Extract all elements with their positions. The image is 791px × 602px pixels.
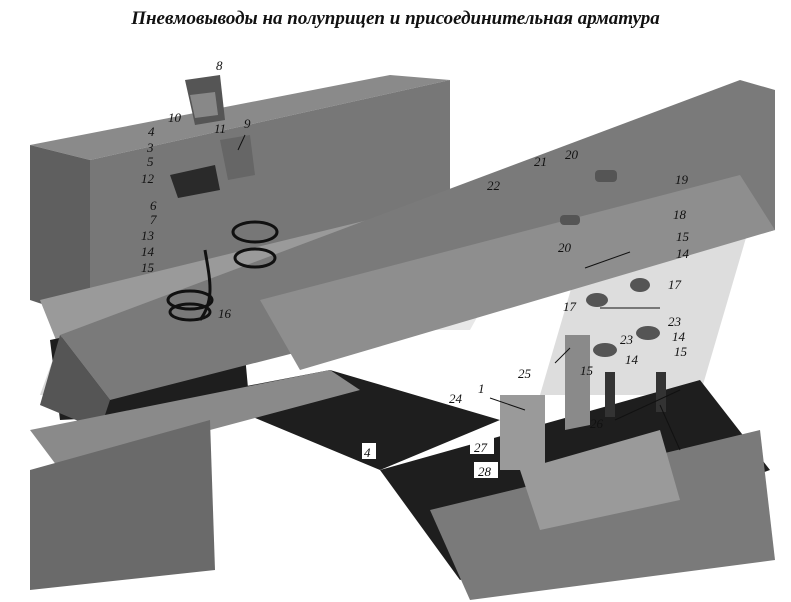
callout-17: 17 xyxy=(668,277,682,292)
callout-14: 14 xyxy=(141,244,155,259)
callout-14: 14 xyxy=(625,352,639,367)
callout-5: 5 xyxy=(147,154,154,169)
callout-27: 27 xyxy=(474,440,488,455)
callout-25: 25 xyxy=(518,366,532,381)
callout-20: 20 xyxy=(558,240,572,255)
callout-21: 21 xyxy=(534,154,547,169)
callout-24: 24 xyxy=(449,391,463,406)
callouts: 8 10 11 9 4 3 5 12 6 7 13 14 15 16 21 20… xyxy=(141,55,690,479)
callout-12: 12 xyxy=(141,171,155,186)
callout-1: 1 xyxy=(478,381,485,396)
callout-20: 20 xyxy=(565,147,579,162)
callout-23: 23 xyxy=(668,314,682,329)
callout-4: 4 xyxy=(364,445,371,460)
callout-26: 26 xyxy=(590,416,604,431)
coupling-head-9 xyxy=(220,135,255,180)
lower-frame xyxy=(30,370,775,600)
callout-6: 6 xyxy=(150,198,157,213)
callout-15: 15 xyxy=(580,363,594,378)
coupling-head-8 xyxy=(185,75,225,125)
callout-18: 18 xyxy=(673,207,687,222)
callout-22: 22 xyxy=(487,178,501,193)
leader-lines xyxy=(237,134,681,451)
callout-28: 28 xyxy=(478,464,492,479)
right-frame-rail xyxy=(40,80,775,430)
callout-16: 16 xyxy=(218,306,232,321)
callout-15: 15 xyxy=(674,344,688,359)
callout-3: 3 xyxy=(146,140,154,155)
mounting-bracket xyxy=(500,335,590,470)
callout-14: 14 xyxy=(676,246,690,261)
callout-15: 15 xyxy=(141,260,155,275)
hose-coils xyxy=(166,220,279,322)
callout-4: 4 xyxy=(148,124,155,139)
callout-7: 7 xyxy=(150,212,157,227)
callout-9: 9 xyxy=(244,116,251,131)
fittings-right xyxy=(560,170,666,417)
callout-10: 10 xyxy=(168,110,182,125)
callout-13: 13 xyxy=(141,228,155,243)
plate-12 xyxy=(170,165,220,198)
callout-15: 15 xyxy=(676,229,690,244)
callout-17: 17 xyxy=(563,299,577,314)
callout-19: 19 xyxy=(675,172,689,187)
callout-23: 23 xyxy=(620,332,634,347)
callout-11: 11 xyxy=(214,121,226,136)
callout-14: 14 xyxy=(672,329,686,344)
callout-8: 8 xyxy=(216,58,223,73)
page-title: Пневмовыводы на полуприцеп и присоединит… xyxy=(131,8,660,29)
